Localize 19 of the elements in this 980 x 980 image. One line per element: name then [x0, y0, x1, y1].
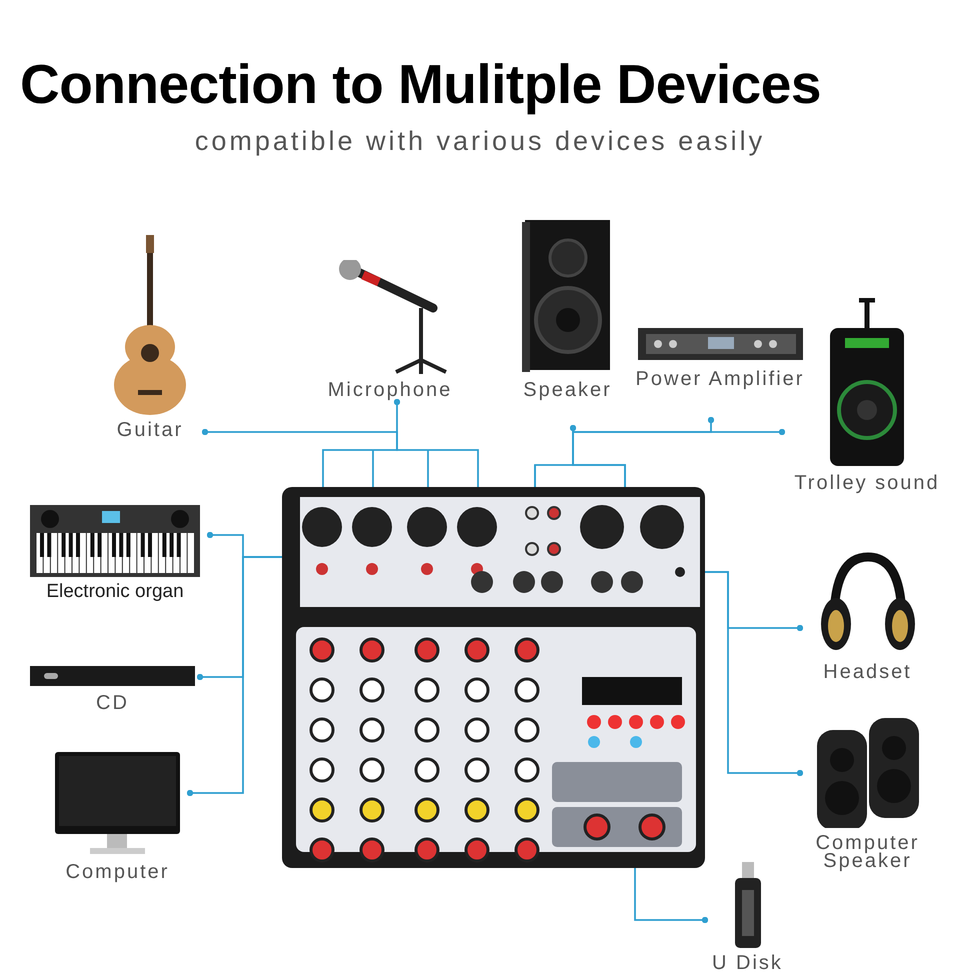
device-label: Guitar: [116, 421, 184, 439]
device-label: Computer: [64, 863, 170, 881]
connector-line: [186, 556, 282, 796]
title: Connection to Mulitple Devices: [20, 52, 821, 116]
connector-line: [394, 398, 479, 487]
connector-line: [202, 428, 429, 488]
device-label: Power Amplifier: [635, 370, 805, 388]
device-label: Computer Speaker: [814, 834, 920, 870]
connector-line: [634, 868, 708, 924]
device-label: Electronic organ: [45, 583, 185, 601]
device-label: Speaker: [522, 381, 613, 399]
device-label: U Disk: [711, 954, 784, 972]
connector-line: [534, 428, 786, 488]
device-label: CD: [95, 694, 130, 712]
connector-line: [705, 571, 804, 776]
device-label: Headset: [822, 663, 913, 681]
device-label: Trolley sound: [793, 474, 941, 492]
subtitle: compatible with various devices easily: [194, 126, 766, 157]
device-label: Microphone: [326, 381, 454, 399]
